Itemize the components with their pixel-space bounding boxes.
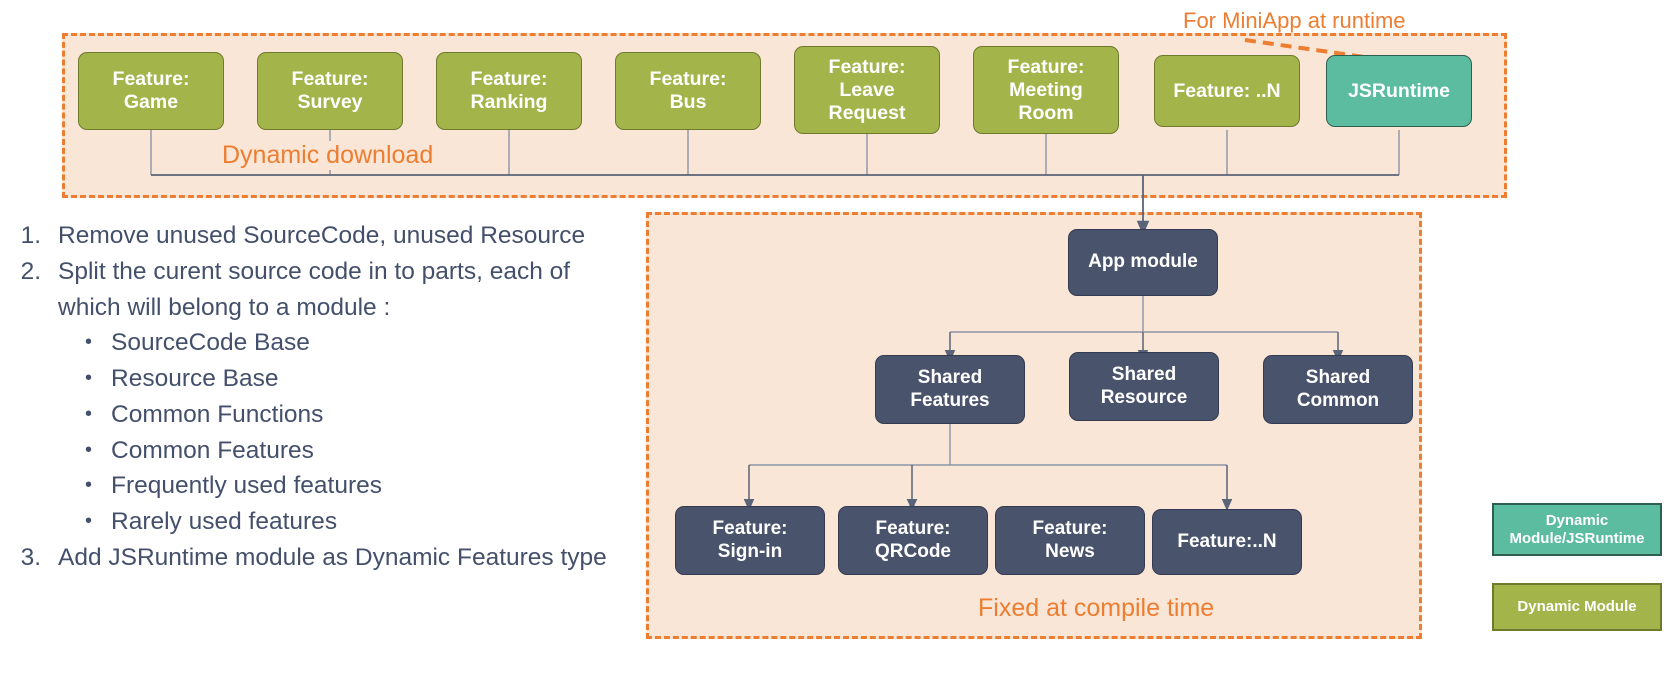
bullet-icon: •	[85, 402, 93, 425]
sub-item-label: Common Functions	[111, 400, 324, 428]
note-text: Remove unused SourceCode, unused Resourc…	[58, 222, 586, 249]
node-feature-n-compile[interactable]: Feature:..N	[1152, 509, 1302, 575]
node-jsruntime[interactable]: JSRuntime	[1326, 55, 1472, 127]
note-number: 1.	[20, 222, 41, 249]
dynamic-download-label: Dynamic download	[218, 141, 438, 170]
legend-item-dynamic-module: Dynamic Module	[1492, 583, 1662, 631]
note-text: Add JSRuntime module as Dynamic Features…	[58, 543, 607, 571]
sub-item-label: SourceCode Base	[111, 329, 310, 357]
bullet-icon: •	[85, 474, 93, 497]
sub-item-label: Resource Base	[111, 365, 279, 393]
node-feature-game[interactable]: Feature:Game	[78, 52, 224, 130]
bullet-icon: •	[85, 367, 93, 390]
note-text: Split the curent source code in to parts…	[58, 257, 571, 321]
note-item-1: 1. Remove unused SourceCode, unused Reso…	[14, 218, 639, 254]
sub-item: • Rarely used features	[77, 504, 639, 540]
note-item-3: 3. Add JSRuntime module as Dynamic Featu…	[14, 540, 639, 576]
bullet-icon: •	[85, 438, 93, 461]
node-feature-qrcode[interactable]: Feature:QRCode	[838, 506, 988, 575]
sub-item: • Common Features	[77, 433, 639, 469]
note-number: 3.	[20, 543, 41, 571]
node-app-module[interactable]: App module	[1068, 229, 1218, 296]
sub-item-label: Common Features	[111, 436, 314, 464]
node-feature-ranking[interactable]: Feature:Ranking	[436, 52, 582, 130]
bullet-icon: •	[85, 510, 93, 533]
notes-list: 1. Remove unused SourceCode, unused Reso…	[14, 218, 639, 576]
node-feature-n[interactable]: Feature: ..N	[1154, 55, 1300, 127]
sub-item-label: Rarely used features	[111, 508, 338, 536]
sub-item: • Common Functions	[77, 397, 639, 433]
note-item-2: 2. Split the curent source code in to pa…	[14, 254, 639, 326]
fixed-compile-caption: Fixed at compile time	[978, 594, 1215, 622]
node-feature-bus[interactable]: Feature:Bus	[615, 52, 761, 130]
runtime-caption: For MiniApp at runtime	[1183, 8, 1406, 33]
bullet-icon: •	[85, 331, 93, 354]
note-number: 2.	[20, 257, 41, 285]
sub-item: • SourceCode Base	[77, 325, 639, 361]
sub-item: • Frequently used features	[77, 468, 639, 504]
node-feature-survey[interactable]: Feature:Survey	[257, 52, 403, 130]
node-feature-sign-in[interactable]: Feature:Sign-in	[675, 506, 825, 575]
sub-item-label: Frequently used features	[111, 472, 383, 500]
sub-item: • Resource Base	[77, 361, 639, 397]
node-feature-news[interactable]: Feature:News	[995, 506, 1145, 575]
